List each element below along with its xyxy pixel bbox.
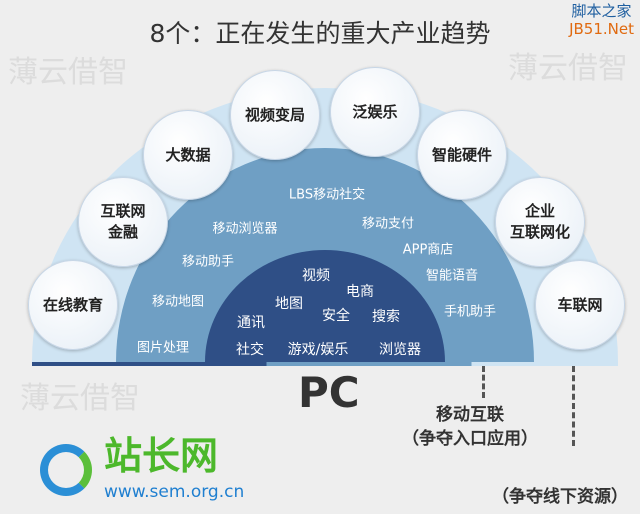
trend-circle: 车联网 — [535, 260, 625, 350]
mobile-item: 手机助手 — [443, 304, 497, 320]
pc-item: 游戏/娱乐 — [287, 342, 349, 358]
pc-item: 社交 — [236, 342, 264, 358]
mobile-item: 移动助手 — [181, 254, 235, 270]
iot-sub: （争夺线下资源） — [492, 487, 628, 507]
mobile-connector — [482, 366, 485, 398]
mobile-item: 移动支付 — [361, 216, 415, 232]
watermark: 薄云借智 — [508, 51, 628, 86]
trend-circle: 大数据 — [143, 110, 233, 200]
mobile-item: LBS移动社交 — [288, 187, 366, 203]
trend-circle: 智能硬件 — [417, 110, 507, 200]
mobile-item: 图片处理 — [136, 340, 190, 356]
mobile-item: APP商店 — [402, 242, 454, 258]
pc-item: 搜索 — [372, 309, 400, 325]
base-bar — [32, 362, 618, 366]
site-logo-name: 站长网 — [104, 434, 219, 478]
trend-circle: 视频变局 — [230, 70, 320, 160]
trend-circle: 互联网 金融 — [78, 177, 168, 267]
pc-item: 安全 — [322, 308, 350, 324]
trend-circle: 泛娱乐 — [330, 67, 420, 157]
mobile-item: 移动浏览器 — [212, 221, 278, 237]
mobile-label: 移动互联 — [436, 405, 504, 425]
corner-logo-name: 脚本之家 — [571, 2, 632, 20]
pc-item: 电商 — [346, 284, 374, 300]
trend-circle: 在线教育 — [28, 260, 118, 350]
watermark: 薄云借智 — [8, 55, 128, 90]
mobile-sub: （争夺入口应用） — [402, 429, 538, 449]
site-logo-icon — [40, 444, 92, 496]
watermark: 薄云借智 — [20, 381, 140, 416]
pc-label: PC — [298, 368, 360, 417]
site-logo-url: www.sem.org.cn — [104, 482, 245, 502]
mobile-item: 移动地图 — [151, 294, 205, 310]
iot-connector — [572, 366, 575, 446]
corner-logo-domain: JB51.Net — [569, 20, 634, 38]
corner-logo: 脚本之家 JB51.Net — [569, 2, 634, 38]
pc-item: 通讯 — [237, 315, 265, 331]
trend-circle: 企业 互联网化 — [495, 177, 585, 267]
pc-item: 视频 — [302, 268, 330, 284]
mobile-item: 智能语音 — [425, 268, 479, 284]
pc-item: 地图 — [275, 296, 303, 312]
page-title: 8个：正在发生的重大产业趋势 — [149, 19, 491, 48]
pc-item: 浏览器 — [379, 342, 421, 358]
